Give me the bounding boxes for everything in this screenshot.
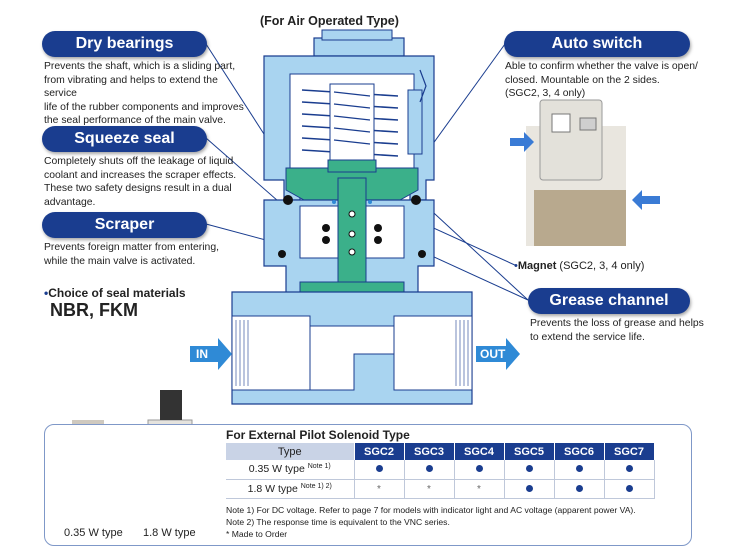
seal-materials-value: NBR, FKM [50,300,138,320]
dry-bearings-desc: Prevents the shaft, which is a sliding p… [44,61,244,126]
diagram-title: (For Air Operated Type) [260,14,399,28]
model-header: SGC6 [554,443,605,460]
model-header: SGC3 [404,443,455,460]
magnet-label: •Magnet (SGC2, 3, 4 only) [514,260,645,272]
available-dot [575,484,583,492]
available-dot [525,465,533,473]
model-header: SGC4 [454,443,505,460]
auto-switch-title: Auto switch [504,31,690,57]
available-dot [625,484,633,492]
scraper-desc: Prevents foreign matter from entering, w… [44,242,219,267]
auto-switch-desc: Able to confirm whether the valve is ope… [505,61,698,99]
made-to-order-mark: * [427,483,431,495]
available-dot [525,484,533,492]
table-header-row: Type SGC2 SGC3 SGC4 SGC5 SGC6 SGC7 [226,443,655,460]
model-header: SGC5 [504,443,555,460]
table-note-1: Note 1) For DC voltage. Refer to page 7 … [226,505,636,515]
available-dot [375,465,383,473]
table-row: 1.8 W type Note 1) 2) * * * [226,479,655,499]
squeeze-seal-title: Squeeze seal [42,126,207,152]
table-title: For External Pilot Solenoid Type [226,428,410,442]
row-label: 0.35 W type Note 1) [226,460,355,480]
available-dot [475,465,483,473]
squeeze-seal-desc: Completely shuts off the leakage of liqu… [44,156,237,208]
made-to-order-mark: * [377,483,381,495]
auto-switch-illustration [510,99,660,246]
table-note-2: Note 2) The response time is equivalent … [226,517,450,527]
product-caption-left: 0.35 W type [64,527,123,539]
available-dot [575,465,583,473]
available-dot [425,465,433,473]
grease-channel-title: Grease channel [528,288,690,314]
made-to-order-mark: * [477,483,481,495]
table-note-3: * Made to Order [226,529,288,539]
product-caption-right: 1.8 W type [143,527,196,539]
model-table: Type SGC2 SGC3 SGC4 SGC5 SGC6 SGC7 0.35 … [226,443,655,499]
model-header: SGC7 [604,443,655,460]
in-label: IN [196,347,208,361]
model-header: SGC2 [354,443,405,460]
dry-bearings-title: Dry bearings [42,31,207,57]
seal-materials-label: •Choice of seal materials [44,286,186,300]
row-label: 1.8 W type Note 1) 2) [226,479,355,499]
out-label: OUT [480,347,506,361]
scraper-title: Scraper [42,212,207,238]
available-dot [625,465,633,473]
type-header: Type [226,443,355,460]
grease-channel-desc: Prevents the loss of grease and helps to… [530,318,704,343]
table-row: 0.35 W type Note 1) [226,460,655,480]
